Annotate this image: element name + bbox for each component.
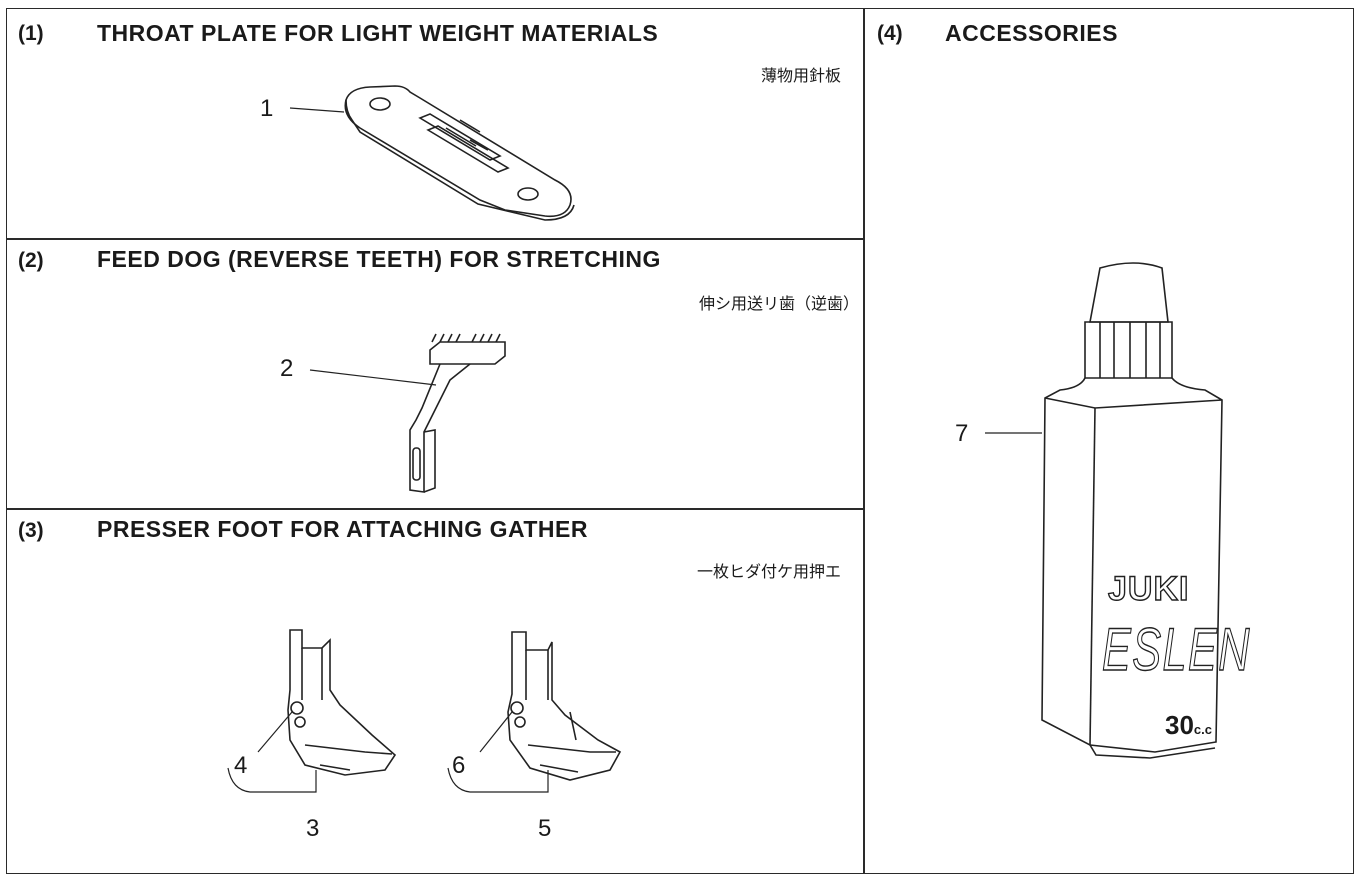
callout-6: 6 <box>452 752 466 779</box>
bottle-volume-unit: c.c <box>1193 722 1212 737</box>
bottle-volume-number: 30 <box>1165 710 1194 740</box>
section-4-number: (4) <box>877 22 903 45</box>
section-3-title: PRESSER FOOT FOR ATTACHING GATHER <box>97 516 588 542</box>
bottle-brand-label: JUKI <box>1107 569 1190 608</box>
section-3-number: (3) <box>18 519 44 542</box>
callout-3: 3 <box>306 815 320 842</box>
throat-plate-illustration <box>289 85 575 221</box>
section-2-number: (2) <box>18 249 44 272</box>
callout-leader-4 <box>257 711 293 753</box>
section-4-title: ACCESSORIES <box>945 20 1118 46</box>
callout-7: 7 <box>955 420 969 447</box>
oil-bottle-illustration <box>985 262 1223 759</box>
callout-bracket-3 <box>227 767 317 793</box>
section-divider-1 <box>6 238 864 240</box>
callout-5: 5 <box>538 815 552 842</box>
bottle-product-label: ESLEN <box>1101 615 1251 683</box>
presser-foot-illustration-left <box>227 629 397 793</box>
callout-leader-1 <box>289 107 345 113</box>
section-2-title: FEED DOG (REVERSE TEETH) FOR STRETCHING <box>97 246 661 272</box>
presser-foot-illustration-right <box>447 631 622 793</box>
section-1-number: (1) <box>18 22 44 45</box>
section-2-japanese-title: 伸シ用送リ歯（逆歯） <box>698 296 859 313</box>
callout-2: 2 <box>280 355 294 382</box>
callout-4: 4 <box>234 752 248 779</box>
section-divider-2 <box>6 508 864 510</box>
callout-bracket-5 <box>447 767 549 793</box>
callout-leader-2 <box>309 369 437 386</box>
callout-1: 1 <box>260 95 274 122</box>
page-frame <box>6 8 1354 874</box>
feed-dog-illustration <box>309 333 506 493</box>
section-1-title: THROAT PLATE FOR LIGHT WEIGHT MATERIALS <box>97 20 659 46</box>
bottle-volume-label: 30c.c <box>1165 710 1212 741</box>
section-3-japanese-title: 一枚ヒダ付ケ用押エ <box>696 564 841 581</box>
column-divider <box>863 8 865 874</box>
callout-leader-6 <box>479 711 513 753</box>
section-1-japanese-title: 薄物用針板 <box>760 68 841 85</box>
